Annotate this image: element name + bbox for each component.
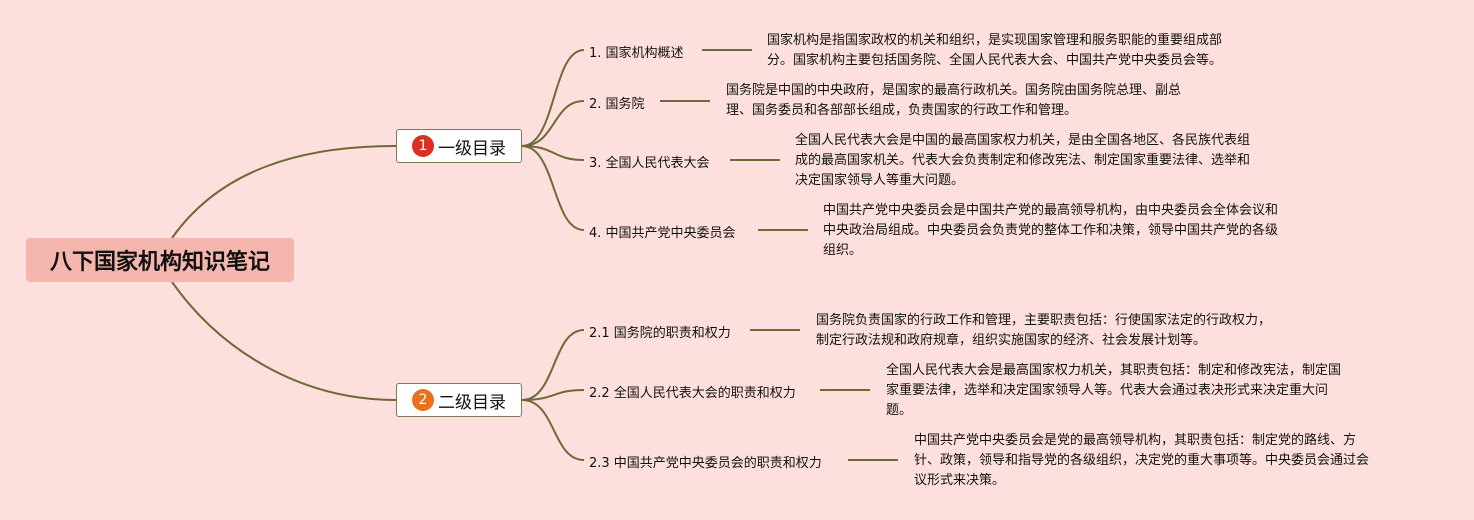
link-root-branch-1 bbox=[171, 145, 397, 239]
topic-desc-1-3: 全国人民代表大会是中国的最高国家权力机关，是由全国各地区、各民族代表组 成的最高… bbox=[795, 131, 1250, 191]
desc-line: 中央政治局组成。中央委员会负责党的整体工作和决策，领导中国共产党的各级 bbox=[823, 223, 1279, 238]
desc-line: 国务院负责国家的行政工作和管理，主要职责包括：行使国家法定的行政权力， bbox=[816, 313, 1272, 328]
topic-node-1-4[interactable]: 4. 中国共产党中央委员会 bbox=[589, 226, 736, 241]
link-branch2-topic2 bbox=[521, 389, 585, 401]
branch-label-2: 二级目录 bbox=[438, 392, 506, 413]
desc-line: 全国人民代表大会是最高国家权力机关，其职责包括：制定和修改宪法，制定国 bbox=[886, 363, 1342, 378]
topic-desc-1-1: 国家机构是指国家政权的机关和组织，是实现国家管理和服务职能的重要组成部 分。国家… bbox=[767, 31, 1222, 71]
desc-line: 制定行政法规和政府规章，组织实施国家的经济、社会发展计划等。 bbox=[816, 333, 1207, 348]
desc-line: 分。国家机构主要包括国务院、全国人民代表大会、中国共产党中央委员会等。 bbox=[767, 53, 1223, 68]
topic-desc-1-2: 国务院是中国的中央政府，是国家的最高行政机关。国务院由国务院总理、副总 理、国务… bbox=[726, 81, 1181, 121]
number-badge-1: 1 bbox=[412, 135, 434, 157]
link-root-branch-2 bbox=[171, 281, 397, 401]
link-branch2-topic3 bbox=[521, 399, 585, 461]
desc-line: 成的最高国家机关。代表大会负责制定和修改宪法、制定国家重要法律、选举和 bbox=[795, 153, 1251, 168]
link-branch1-topic4 bbox=[521, 145, 585, 231]
desc-line: 国家机构是指国家政权的机关和组织，是实现国家管理和服务职能的重要组成部 bbox=[767, 33, 1223, 48]
root-label: 八下国家机构知识笔记 bbox=[49, 250, 270, 275]
desc-line: 决定国家领导人等重大问题。 bbox=[795, 173, 965, 188]
topic-node-2-1[interactable]: 2.1 国务院的职责和权力 bbox=[589, 326, 731, 341]
topic-desc-1-4: 中国共产党中央委员会是中国共产党的最高领导机构，由中央委员会全体会议和 中央政治… bbox=[823, 201, 1278, 261]
desc-line: 组织。 bbox=[823, 243, 863, 258]
topic-desc-2-1: 国务院负责国家的行政工作和管理，主要职责包括：行使国家法定的行政权力， 制定行政… bbox=[816, 311, 1271, 351]
desc-line: 中国共产党中央委员会是中国共产党的最高领导机构，由中央委员会全体会议和 bbox=[823, 203, 1279, 218]
desc-line: 全国人民代表大会是中国的最高国家权力机关，是由全国各地区、各民族代表组 bbox=[795, 133, 1251, 148]
desc-line: 题。 bbox=[886, 403, 913, 418]
topic-node-1-1[interactable]: 1. 国家机构概述 bbox=[589, 46, 684, 61]
desc-line: 议形式来决策。 bbox=[914, 473, 1006, 488]
desc-line: 国务院是中国的中央政府，是国家的最高行政机关。国务院由国务院总理、副总 bbox=[726, 83, 1182, 98]
number-badge-2: 2 bbox=[412, 389, 434, 411]
branch-node-2[interactable]: 2 二级目录 bbox=[396, 383, 522, 417]
branch-label-1: 一级目录 bbox=[438, 138, 506, 159]
topic-node-1-2[interactable]: 2. 国务院 bbox=[589, 97, 645, 112]
link-branch1-topic1 bbox=[521, 49, 585, 147]
link-branch1-topic3 bbox=[521, 145, 585, 161]
branch-node-1[interactable]: 1 一级目录 bbox=[396, 129, 522, 163]
link-branch2-topic1 bbox=[521, 329, 585, 401]
topic-node-2-2[interactable]: 2.2 全国人民代表大会的职责和权力 bbox=[589, 386, 796, 401]
topic-node-1-3[interactable]: 3. 全国人民代表大会 bbox=[589, 156, 710, 171]
topic-desc-2-3: 中国共产党中央委员会是党的最高领导机构，其职责包括：制定党的路线、方 针、政策，… bbox=[914, 431, 1369, 491]
topic-desc-2-2: 全国人民代表大会是最高国家权力机关，其职责包括：制定和修改宪法，制定国 家重要法… bbox=[886, 361, 1341, 421]
root-node[interactable]: 八下国家机构知识笔记 bbox=[26, 238, 294, 282]
desc-line: 针、政策，领导和指导党的各级组织，决定党的重大事项等。中央委员会通过会 bbox=[914, 453, 1370, 468]
link-branch1-topic2 bbox=[521, 100, 585, 147]
desc-line: 中国共产党中央委员会是党的最高领导机构，其职责包括：制定党的路线、方 bbox=[914, 433, 1357, 448]
desc-line: 理、国务委员和各部部长组成，负责国家的行政工作和管理。 bbox=[726, 103, 1078, 118]
desc-line: 家重要法律，选举和决定国家领导人等。代表大会通过表决形式来决定重大问 bbox=[886, 383, 1329, 398]
topic-node-2-3[interactable]: 2.3 中国共产党中央委员会的职责和权力 bbox=[589, 456, 822, 471]
